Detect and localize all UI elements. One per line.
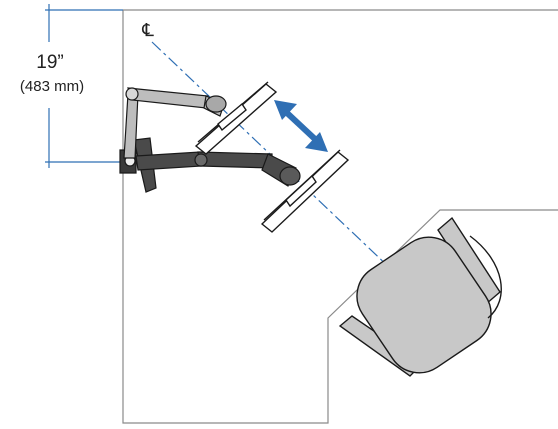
dimension-metric: (483 mm) [20, 78, 84, 95]
room-outline [122, 9, 558, 424]
monitor-icon [194, 81, 278, 155]
centerline-symbol: ℄ [141, 20, 154, 40]
dimension-marker [45, 4, 123, 168]
monitor-arm-extended [123, 87, 227, 159]
dimension-value: 19” [36, 52, 63, 73]
monitor-arm-retracted [135, 151, 301, 187]
monitor-icon-forward [260, 149, 350, 233]
double-arrow-icon [274, 100, 328, 152]
office-chair-icon [338, 216, 502, 377]
